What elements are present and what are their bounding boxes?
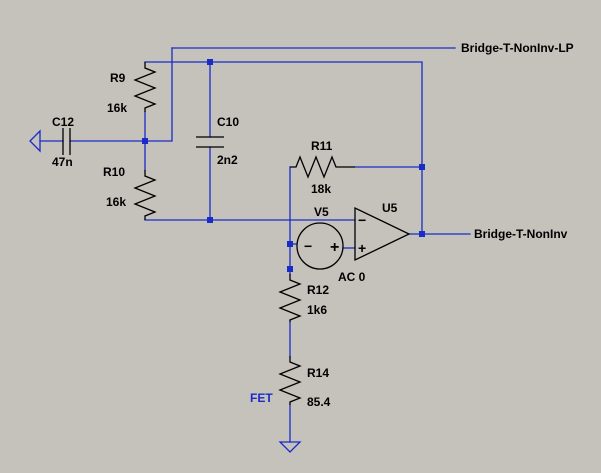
- r10-name: R10: [103, 165, 125, 179]
- wire-r9-tap: [144, 47, 173, 142]
- r11-value: 18k: [311, 182, 331, 196]
- resistor-r10[interactable]: [133, 170, 157, 220]
- r10-value: 16k: [106, 195, 126, 209]
- r11-name: R11: [311, 139, 333, 153]
- u5-minus-sign: −: [358, 212, 366, 228]
- wires: [39, 47, 471, 443]
- junction-dot: [207, 217, 213, 223]
- v5-minus-sign: −: [304, 238, 312, 254]
- v5-name: V5: [314, 205, 329, 219]
- r12-value: 1k6: [307, 303, 327, 317]
- r12-name: R12: [307, 283, 329, 297]
- resistor-r14[interactable]: [278, 356, 302, 405]
- u5-plus-sign: +: [358, 240, 366, 256]
- junction-dot: [419, 164, 425, 170]
- r14-name: R14: [307, 366, 329, 380]
- c10-name: C10: [217, 115, 239, 129]
- r14-value: 85.4: [307, 395, 331, 409]
- c12-name: C12: [52, 115, 74, 129]
- net-label-bridge-t-noninv-lp: Bridge-T-NonInv-LP: [461, 41, 574, 55]
- resistor-r11[interactable]: [290, 155, 355, 179]
- junctions: [142, 59, 425, 272]
- voltage-source-v5[interactable]: − +: [296, 222, 344, 270]
- junction-dot: [207, 59, 213, 65]
- ground-symbol-r14: [278, 441, 302, 453]
- wire-top-loop: [144, 61, 423, 235]
- resistor-r12[interactable]: [278, 274, 302, 322]
- c10-value: 2n2: [217, 153, 238, 167]
- ground-symbol-c12: [29, 129, 41, 153]
- resistor-r9[interactable]: [133, 62, 157, 112]
- capacitor-c10[interactable]: [196, 136, 224, 148]
- v5-plus-sign: +: [330, 239, 339, 256]
- c12-value: 47n: [52, 155, 73, 169]
- capacitor-c12[interactable]: [62, 128, 71, 155]
- r9-value: 16k: [107, 101, 127, 115]
- opamp-u5[interactable]: − +: [354, 206, 411, 262]
- u5-name: U5: [382, 201, 398, 215]
- v5-value: AC 0: [338, 270, 366, 284]
- junction-dot: [419, 231, 425, 237]
- junction-dot: [142, 138, 148, 144]
- junction-dot: [287, 241, 293, 247]
- net-label-fet: FET: [250, 391, 273, 405]
- junction-dot: [287, 266, 293, 272]
- net-label-bridge-t-noninv: Bridge-T-NonInv: [474, 227, 568, 241]
- r9-name: R9: [110, 71, 126, 85]
